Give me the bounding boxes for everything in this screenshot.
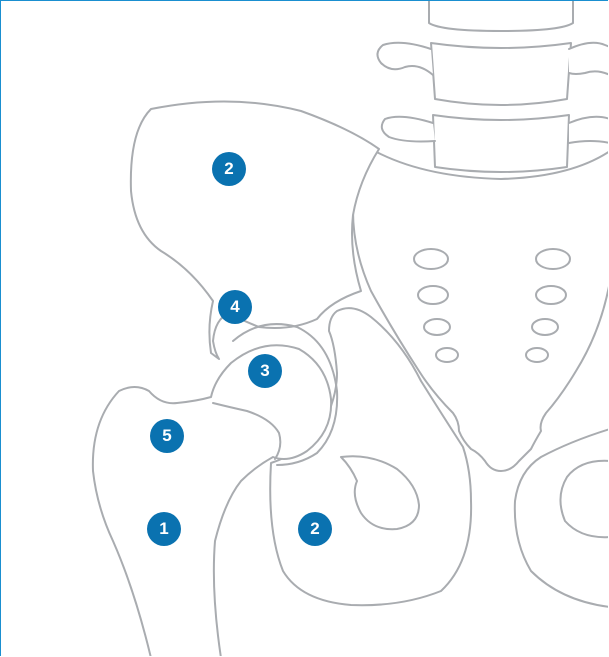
marker-ischium[interactable]: 2: [298, 512, 332, 546]
marker-femur[interactable]: 1: [147, 512, 181, 546]
lumbar-vertebrae: [377, 1, 608, 172]
marker-ilium[interactable]: 2: [212, 152, 246, 186]
transverse-process-right-lower: [569, 117, 608, 143]
vertebra-upper-body: [431, 43, 571, 105]
vertebra-upper: [429, 1, 573, 31]
transverse-process-left-upper: [377, 43, 433, 75]
transverse-process-right-upper: [569, 43, 608, 75]
marker-femoral-neck[interactable]: 5: [150, 419, 184, 453]
transverse-process-left-lower: [382, 117, 435, 142]
marker-acetabulum[interactable]: 4: [218, 290, 252, 324]
marker-femoral-head[interactable]: 3: [248, 354, 282, 388]
vertebra-lower-body: [433, 115, 569, 172]
